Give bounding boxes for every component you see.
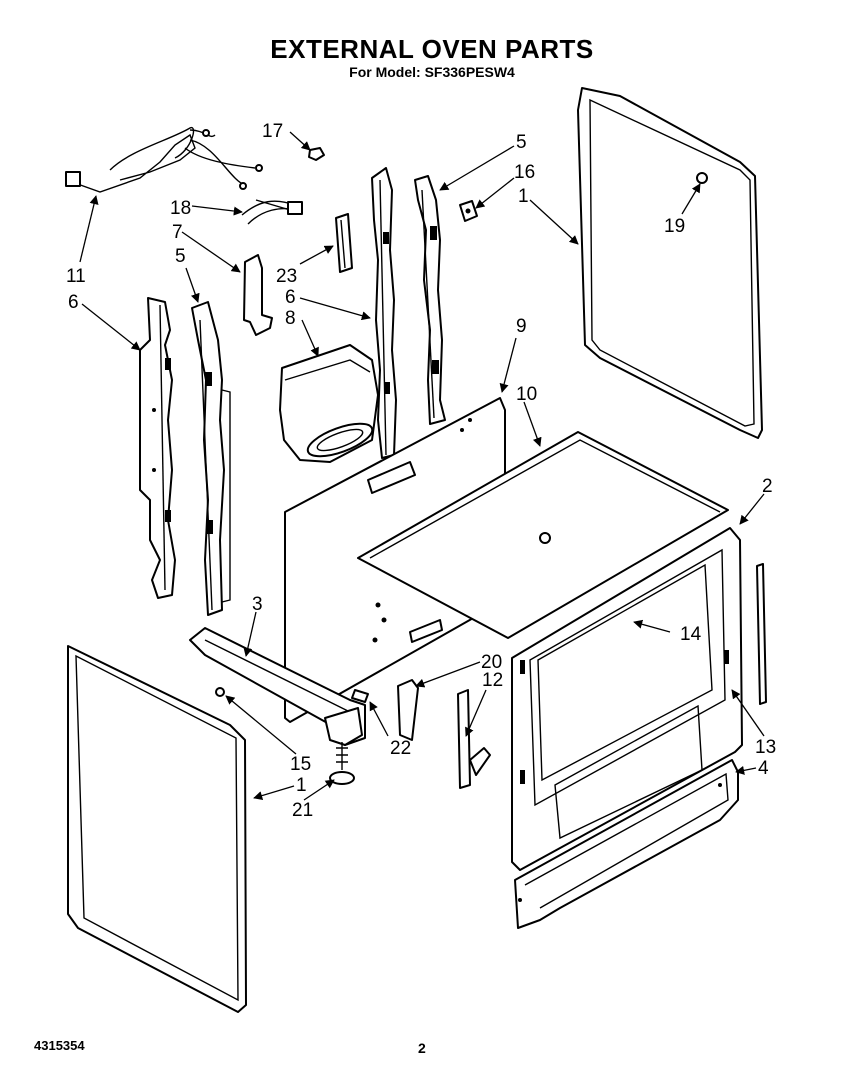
strip-part-23 bbox=[335, 213, 353, 273]
screw-part-15 bbox=[215, 687, 225, 697]
callout-21: 21 bbox=[292, 800, 313, 821]
top-cover-part bbox=[357, 431, 729, 639]
callout-15: 15 bbox=[290, 754, 311, 775]
vent-duct-part bbox=[279, 344, 379, 463]
callout-6-center: 6 bbox=[285, 287, 296, 308]
callout-12: 12 bbox=[482, 670, 503, 691]
callout-20: 20 bbox=[481, 652, 502, 673]
left-side-panel-frame-part bbox=[67, 645, 247, 1013]
left-hinge-channel-part bbox=[191, 301, 231, 616]
side-trim-strip-part bbox=[756, 563, 767, 705]
bracket-part-7 bbox=[243, 254, 273, 336]
callout-8: 8 bbox=[285, 308, 296, 329]
kick-plate-part bbox=[514, 759, 739, 929]
callout-11: 11 bbox=[66, 266, 86, 287]
leveling-leg-part bbox=[329, 742, 355, 785]
bracket-part-20 bbox=[397, 679, 419, 741]
callout-14: 14 bbox=[680, 624, 702, 645]
callout-9: 9 bbox=[516, 316, 527, 337]
bottom-rail-part bbox=[189, 627, 366, 746]
callout-22: 22 bbox=[390, 738, 411, 759]
screw-part-22 bbox=[351, 689, 369, 703]
callout-6-left: 6 bbox=[68, 292, 79, 313]
clip-part-16 bbox=[459, 200, 478, 222]
callout-labels: 17 18 7 5 6 11 23 6 8 5 16 1 19 9 10 2 1… bbox=[66, 121, 776, 821]
callout-13: 13 bbox=[755, 737, 776, 758]
callout-23: 23 bbox=[276, 266, 297, 287]
callout-1-bottom: 1 bbox=[296, 775, 307, 796]
callout-16: 16 bbox=[514, 162, 535, 183]
latch-part-12 bbox=[457, 689, 491, 789]
callout-3: 3 bbox=[252, 594, 263, 615]
power-cord-part bbox=[65, 127, 263, 193]
callout-1-top: 1 bbox=[518, 186, 529, 207]
front-frame-part bbox=[511, 527, 743, 871]
callout-19: 19 bbox=[664, 216, 685, 237]
callout-17: 17 bbox=[262, 121, 283, 142]
callout-10: 10 bbox=[516, 384, 537, 405]
nut-part-17 bbox=[308, 147, 325, 161]
document-number: 4315354 bbox=[34, 1038, 85, 1053]
page-title: EXTERNAL OVEN PARTS bbox=[270, 34, 594, 64]
callout-2: 2 bbox=[762, 476, 773, 497]
callout-4: 4 bbox=[758, 758, 769, 779]
callout-5-left: 5 bbox=[175, 246, 186, 267]
right-hinge-channel-part bbox=[414, 175, 446, 425]
callout-5-right: 5 bbox=[516, 132, 527, 153]
callout-18: 18 bbox=[170, 198, 191, 219]
model-subtitle: For Model: SF336PESW4 bbox=[349, 64, 515, 80]
right-side-panel-frame-part bbox=[577, 87, 763, 439]
page-number: 2 bbox=[418, 1040, 426, 1056]
callout-7: 7 bbox=[172, 222, 183, 243]
wire-harness-part bbox=[241, 199, 303, 225]
left-side-rail-part bbox=[139, 297, 176, 599]
leader-lines bbox=[79, 131, 765, 801]
